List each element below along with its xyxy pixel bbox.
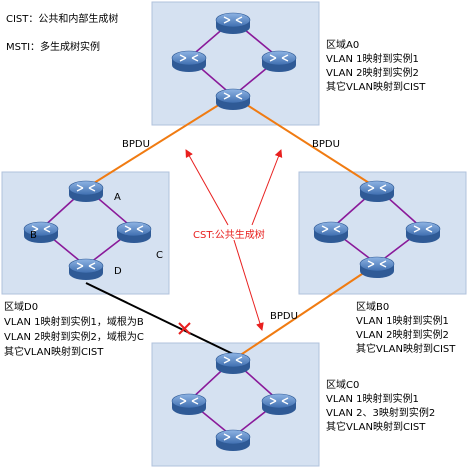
- switch-icon: [23, 221, 59, 243]
- switch-icon: [68, 258, 104, 280]
- region-c0-name: 区域C0: [326, 378, 359, 391]
- region-c0-line: 其它VLAN映射到CIST: [326, 420, 426, 433]
- legend-msti: MSTI：多生成树实例: [6, 40, 100, 53]
- cst-link-b0-c0: [232, 263, 378, 361]
- region-b0-name: 区域B0: [356, 300, 389, 313]
- region-a0-line: 其它VLAN映射到CIST: [326, 80, 426, 93]
- switch-label-a: A: [114, 192, 121, 203]
- region-b0-line: 其它VLAN映射到CIST: [356, 342, 456, 355]
- region-c0-line: VLAN 2、3映射到实例2: [326, 406, 435, 419]
- legend-cist: CIST：公共和内部生成树: [6, 12, 118, 25]
- switch-icon: [261, 393, 297, 415]
- switch-icon: [405, 221, 441, 243]
- bpdu-label: BPDU: [312, 139, 340, 150]
- switch-icon: [68, 180, 104, 202]
- switch-icon: [215, 88, 251, 110]
- switch-icon: [313, 221, 349, 243]
- switches: [23, 12, 441, 451]
- blocked-port-mark: [178, 322, 191, 335]
- region-a0-line: VLAN 1映射到实例1: [326, 52, 419, 65]
- bpdu-label: BPDU: [270, 311, 298, 322]
- region-d0-name: 区域D0: [4, 300, 38, 313]
- region-d0-line: 其它VLAN映射到CIST: [4, 345, 104, 358]
- region-d0-line: VLAN 2映射到实例2，域根为C: [4, 330, 144, 343]
- switch-icon: [215, 429, 251, 451]
- switch-icon: [215, 12, 251, 34]
- switch-icon: [171, 393, 207, 415]
- cst-label: CST:公共生成树: [193, 228, 265, 241]
- region-d0-line: VLAN 1映射到实例1，域根为B: [4, 315, 144, 328]
- region-b0-line: VLAN 2映射到实例2: [356, 328, 449, 341]
- switch-icon: [171, 50, 207, 72]
- cst-link-a0-b0: [232, 95, 378, 189]
- switch-label-c: C: [156, 250, 163, 261]
- switch-icon: [215, 352, 251, 374]
- region-a0-name: 区域A0: [326, 38, 359, 51]
- region-b0-line: VLAN 1映射到实例1: [356, 314, 449, 327]
- switch-icon: [261, 50, 297, 72]
- region-c0-line: VLAN 1映射到实例1: [326, 392, 419, 405]
- bpdu-label: BPDU: [122, 139, 150, 150]
- region-a0-line: VLAN 2映射到实例2: [326, 66, 419, 79]
- switch-label-b: B: [30, 230, 37, 241]
- cst-arrows: [185, 149, 283, 331]
- cst-link-a0-d0: [85, 95, 234, 189]
- blocked-link-d0-c0: [85, 282, 234, 355]
- switch-icon: [359, 180, 395, 202]
- switch-label-d: D: [114, 266, 122, 277]
- switch-icon: [359, 256, 395, 278]
- switch-icon: [116, 221, 152, 243]
